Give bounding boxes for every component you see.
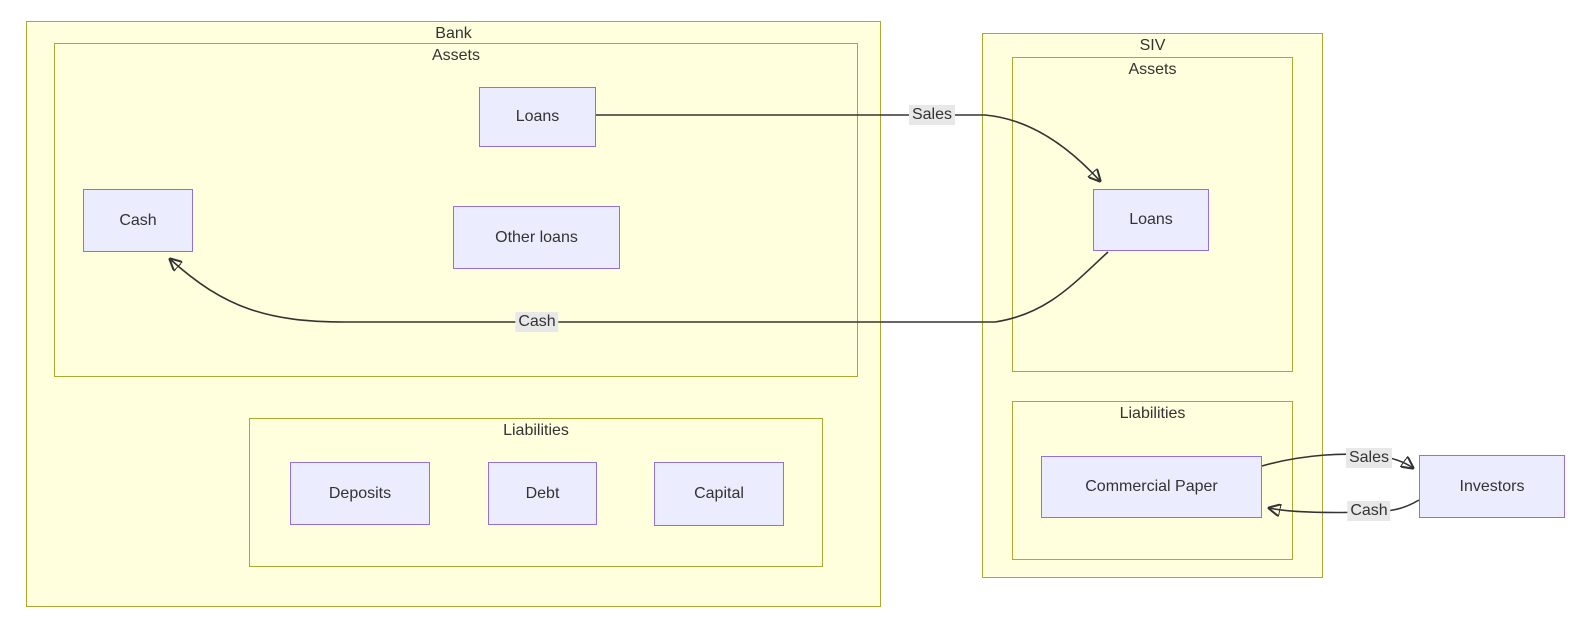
node-debt-label: Debt <box>525 484 560 502</box>
node-capital-label: Capital <box>694 485 744 502</box>
node-debt: Debt <box>488 462 597 525</box>
node-investors: Investors <box>1419 455 1565 518</box>
node-bank-other-loans-label: Other loans <box>495 228 578 246</box>
node-bank-loans-label: Loans <box>515 108 560 125</box>
node-bank-other-loans: Other loans <box>453 206 620 269</box>
node-commercial-paper-label: Commercial Paper <box>1085 478 1218 495</box>
cluster-siv-assets-label: Assets <box>1128 61 1177 78</box>
node-bank-loans: Loans <box>479 87 596 147</box>
node-siv-loans: Loans <box>1093 189 1209 251</box>
cluster-siv-liabilities-label: Liabilities <box>1119 405 1186 422</box>
cluster-bank-liabilities-label: Liabilities <box>503 422 569 439</box>
node-bank-cash: Cash <box>83 189 193 252</box>
edge-label-sales-cp-to-investors: Sales <box>1345 448 1393 468</box>
node-capital: Capital <box>654 462 784 526</box>
cluster-siv-label: SIV <box>1139 37 1166 54</box>
edge-label-cash-siv-to-bank: Cash <box>515 312 559 332</box>
node-commercial-paper: Commercial Paper <box>1041 456 1262 518</box>
node-bank-cash-label: Cash <box>119 211 157 229</box>
cluster-bank-label: Bank <box>435 25 472 42</box>
node-siv-loans-label: Loans <box>1129 211 1173 228</box>
node-deposits: Deposits <box>290 462 430 525</box>
edge-label-sales-bank-to-siv: Sales <box>908 105 956 125</box>
node-investors-label: Investors <box>1459 477 1525 495</box>
node-deposits-label: Deposits <box>328 484 392 502</box>
edge-label-cash-investors-to-cp: Cash <box>1347 501 1391 521</box>
cluster-bank-assets-label: Assets <box>431 47 480 64</box>
